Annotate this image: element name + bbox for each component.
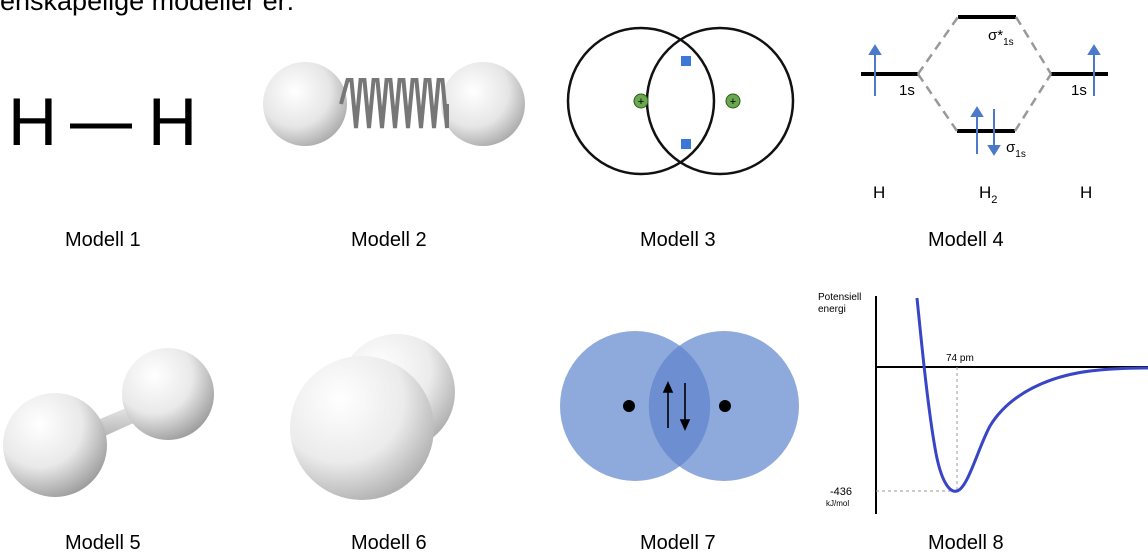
- model-4-molecule-sub: 2: [991, 194, 997, 206]
- model-2-right-atom: [441, 62, 525, 146]
- model-2-spring: [339, 78, 449, 129]
- model-7-right-nucleus: [719, 400, 731, 412]
- model-7-caption: Modell 7: [640, 532, 716, 554]
- model-6-space-filling: [290, 334, 455, 500]
- model-7-electron-cloud: [560, 331, 799, 481]
- model-5-left-atom: [3, 393, 107, 497]
- model-4-right-1s-label: 1s: [1071, 82, 1087, 99]
- model-2-left-atom: [263, 62, 347, 146]
- svg-text:+: +: [730, 96, 736, 108]
- svg-text:σ1s: σ1s: [1006, 139, 1026, 160]
- model-8-potential-energy-curve: Potensiell energi 74 pm -436 kJ/mol: [818, 292, 1148, 514]
- model-3-left-circle: [566, 26, 716, 176]
- model-4-mo-diagram: 1s 1s σ*1s σ1s H H2 H: [861, 15, 1108, 206]
- model-6-left-atom: [290, 356, 434, 500]
- model-2-caption: Modell 2: [351, 229, 427, 251]
- model-8-curve: [915, 297, 1148, 493]
- model-2-ball-spring: [263, 62, 525, 146]
- model-8-energy-value: -436: [830, 486, 852, 498]
- model-5-caption: Modell 5: [65, 532, 141, 554]
- model-3-top-electron: [681, 56, 691, 66]
- model-3-bottom-electron: [681, 139, 691, 149]
- model-8-distance-label: 74 pm: [946, 353, 974, 364]
- svg-text:H2: H2: [979, 183, 997, 206]
- page-heading: enskapelige modeller er:: [0, 0, 295, 16]
- model-4-right-atom: H: [1080, 183, 1092, 202]
- model-7-overlap: [648, 345, 711, 467]
- model-8-energy-unit: kJ/mol: [826, 499, 849, 508]
- model-4-bonding-label: σ: [1006, 139, 1016, 156]
- model-3-caption: Modell 3: [640, 229, 716, 251]
- model-3-left-nucleus: [633, 93, 649, 109]
- model-4-antibonding-sub: 1s: [1003, 37, 1014, 48]
- model-7-left-nucleus: [623, 400, 635, 412]
- model-1-caption: Modell 1: [65, 229, 141, 251]
- model-4-bonding-sub: 1s: [1015, 149, 1026, 160]
- model-4-antibonding-label: σ*: [988, 27, 1003, 44]
- model-5-right-atom: [122, 348, 214, 440]
- model-1-left-atom: H: [8, 84, 57, 160]
- model-4-molecule: H: [979, 183, 991, 202]
- model-8-ylabel-line2: energi: [818, 304, 846, 315]
- model-3-right-circle: [645, 26, 795, 176]
- model-3-right-nucleus: [725, 93, 741, 109]
- svg-text:σ*1s: σ*1s: [988, 27, 1014, 48]
- model-6-caption: Modell 6: [351, 532, 427, 554]
- model-3-overlapping-circles: + +: [566, 26, 795, 176]
- model-5-ball-stick: [3, 348, 214, 497]
- svg-text:+: +: [638, 96, 644, 108]
- model-4-left-1s-label: 1s: [899, 82, 915, 99]
- model-8-ylabel-line1: Potensiell: [818, 292, 861, 303]
- model-8-caption: Modell 8: [928, 532, 1004, 554]
- model-1-right-atom: H: [148, 84, 197, 160]
- model-1-structural-formula: H H: [8, 84, 197, 160]
- model-4-left-atom: H: [873, 183, 885, 202]
- model-4-caption: Modell 4: [928, 229, 1004, 251]
